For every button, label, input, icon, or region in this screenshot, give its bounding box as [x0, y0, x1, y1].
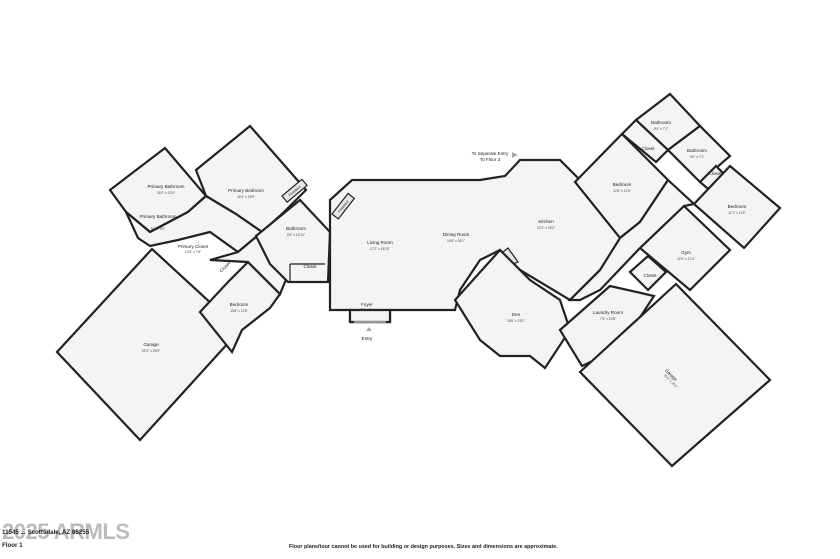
den-wall [453, 248, 572, 370]
dims-bathroom-east-2: 9'0" x 7'1" [690, 155, 705, 159]
bedroom-far-east-wall [692, 164, 782, 250]
dims-primary-bathroom: 16'2" x 13'4" [157, 191, 176, 195]
dims-living-room: 17'2" x 18'10" [370, 247, 391, 251]
label-gym: Gym [681, 250, 691, 255]
dims-primary-bathroom-2: 9'0" x 5'5" [151, 227, 166, 231]
label-bedroom-east: Bedroom [613, 182, 632, 187]
dims-bathroom-east-1: 8'4" x 7'1" [654, 127, 669, 131]
label-bathroom-east-2: Bathroom [687, 148, 707, 153]
separate-entry-arrow-icon [512, 152, 518, 158]
dims-bedroom-west: 13'8" x 11'8" [230, 309, 249, 313]
watermark: 2025 ARMLS [2, 519, 130, 544]
room-labels: Primary Bathroom 16'2" x 13'4" Primary B… [139, 120, 746, 390]
disclaimer: Floor plans/tour cannot be used for buil… [289, 544, 558, 550]
east-hall-floor [567, 178, 697, 302]
dims-foyer: 8'1" x 7'0" [360, 308, 375, 312]
label-primary-bathroom-2: Primary Bathroom [139, 214, 176, 219]
label-dining-room: Dining Room [443, 232, 470, 237]
label-closet-center: Closet [303, 264, 317, 269]
label-living-room: Living Room [367, 240, 393, 245]
center-section: Fireplace [328, 152, 642, 331]
dims-primary-bedroom: 16'4" x 18'9" [237, 195, 256, 199]
dims-kitchen: 22'4" x 18'2" [537, 226, 556, 230]
dims-bathroom-center: 8'3" x 12'10" [287, 233, 306, 237]
bedroom-west-wall [198, 260, 282, 355]
fireplace-center-icon [331, 192, 356, 220]
label-foyer: Foyer [361, 302, 373, 307]
property-address: 11545 ... Scottsdale, AZ 85255 [2, 529, 90, 536]
garage-east-wall [578, 282, 772, 468]
dims-primary-closet: 10'6" x 7'6" [185, 250, 202, 254]
closet-east-wall [620, 118, 670, 164]
fireplace-west-icon [281, 178, 308, 203]
label-primary-closet: Primary Closet [178, 244, 209, 249]
west-wing: Fireplace [55, 124, 332, 442]
east-wing [558, 92, 782, 468]
entry-arrow-icon [366, 327, 372, 331]
label-kitchen: Kitchen [538, 219, 554, 224]
separate-entry-line1: To Separate Entry [472, 151, 509, 156]
dims-garage-west: 23'4" x 25'0" [142, 349, 161, 353]
closet-gym-wall [628, 254, 668, 292]
floor-label: Floor 1 [2, 542, 23, 549]
dims-bedroom-east: 12'6" x 11'5" [613, 189, 632, 193]
foyer-wall [348, 308, 392, 324]
dims-den: 18'6" x 15'1" [507, 319, 526, 323]
label-bathroom-east-1: Bathroom [651, 120, 671, 125]
label-closet-gym: Closet [643, 273, 657, 278]
label-bedroom-west: Bedroom [230, 302, 249, 307]
dims-gym: 12'0" x 11'4" [677, 257, 696, 261]
label-closet-east-2: Closet [708, 171, 722, 176]
dims-bedroom-far-east: 11'7" x 11'5" [728, 211, 746, 215]
entry-label: Entry [362, 336, 373, 341]
bathroom-center-wall [254, 198, 332, 284]
dims-dining-room: 14'6" x 26'1" [447, 239, 466, 243]
label-bathroom-center: Bathroom [286, 226, 306, 231]
dims-laundry-room: 7'6" x 13'8" [600, 317, 617, 321]
separate-entry-line2: To Floor 2 [480, 157, 501, 162]
label-closet-east-1: Closet [641, 146, 655, 151]
label-laundry-room: Laundry Room [593, 310, 623, 315]
label-garage-west: Garage [143, 342, 159, 347]
label-primary-bedroom: Primary Bedroom [228, 188, 264, 193]
label-primary-bathroom: Primary Bathroom [147, 184, 184, 189]
label-den: Den [512, 312, 521, 317]
label-bedroom-far-east: Bedroom [728, 204, 747, 209]
